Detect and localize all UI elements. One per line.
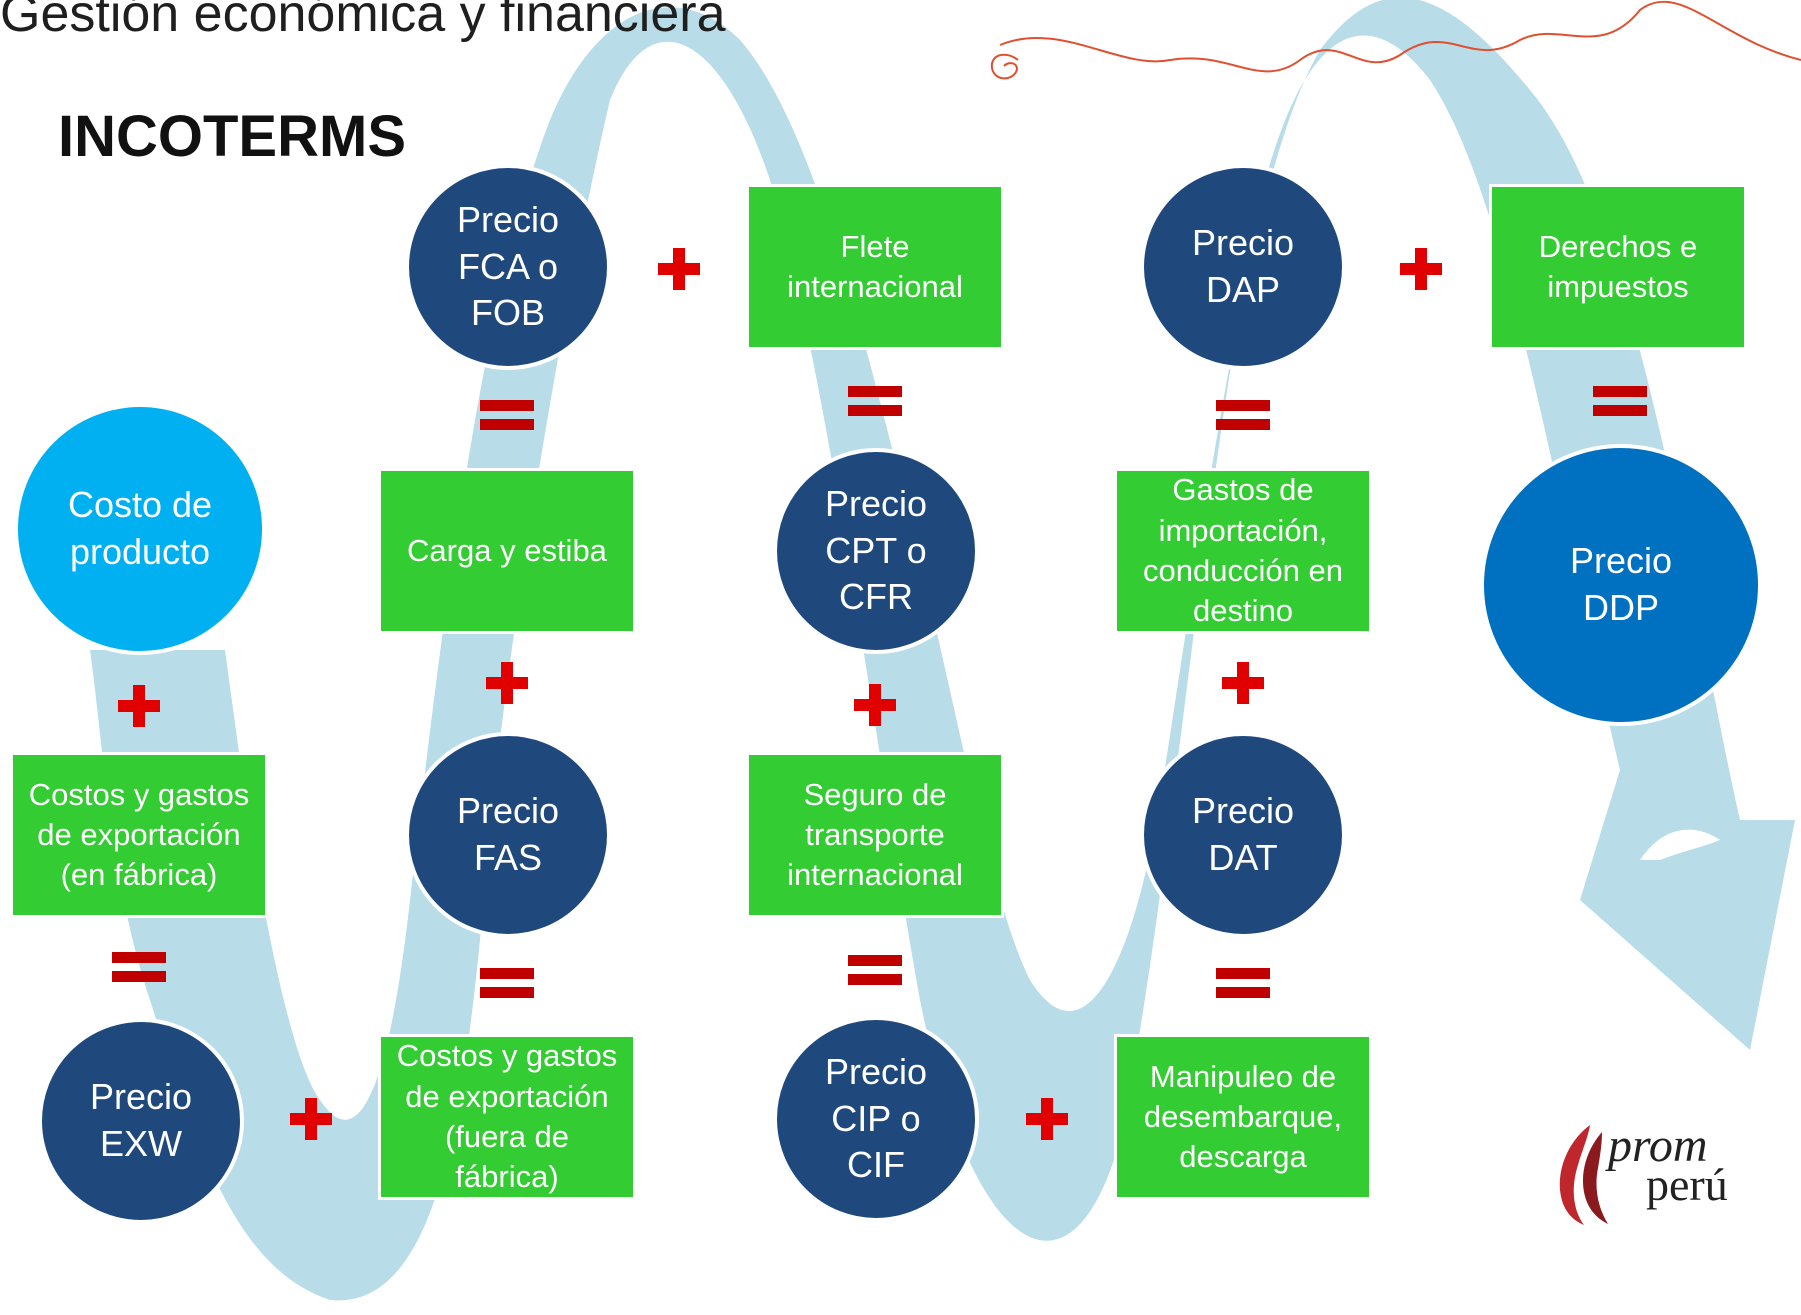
equals-operator [480,968,534,998]
precio-exw-circle: Precio EXW [38,1018,244,1224]
plus-operator [854,684,896,726]
precio-fca-fob-label: Precio FCA o FOB [456,198,560,334]
logo-text-peru: perú [1646,1159,1728,1210]
equals-operator [480,400,534,430]
precio-dat-label: Precio DAT [1191,790,1295,878]
page-title: Gestión económica y financiera [0,0,726,43]
logo-text-prom: prom [1608,1119,1708,1172]
flete-box: Flete internacional [746,184,1004,350]
precio-ddp-circle: Precio DDP [1480,444,1762,726]
plus-operator [486,662,528,704]
costo-producto-label: Costo de producto [67,484,213,572]
carga-estiba-box: Carga y estiba [378,468,636,634]
precio-fas-label: Precio FAS [456,790,560,878]
precio-cip-cif-circle: Precio CIP o CIF [773,1016,979,1222]
precio-exw-label: Precio EXW [89,1076,193,1164]
precio-dap-label: Precio DAP [1191,222,1295,310]
precio-cpt-cfr-label: Precio CPT o CFR [824,482,928,618]
equals-operator [1593,386,1647,416]
carga-estiba-label: Carga y estiba [407,532,607,568]
plus-operator [1222,662,1264,704]
plus-operator [658,248,700,290]
equals-operator [848,386,902,416]
precio-cip-cif-label: Precio CIP o CIF [824,1050,928,1186]
derechos-box: Derechos e impuestos [1489,184,1747,350]
costo-producto-circle: Costo de producto [14,403,266,655]
promperu-emblem-icon [1559,1125,1608,1225]
equals-operator [1216,968,1270,998]
costos-fabrica-label: Costos y gastos de exportación (en fábri… [28,776,250,893]
costos-fuera-label: Costos y gastos de exportación (fuera de… [396,1038,618,1195]
equals-operator [1216,400,1270,430]
manipuleo-box: Manipuleo de desembarque, descarga [1114,1034,1372,1200]
precio-cpt-cfr-circle: Precio CPT o CFR [773,448,979,654]
flete-label: Flete internacional [787,228,963,304]
equals-operator [112,952,166,982]
costos-fabrica-box: Costos y gastos de exportación (en fábri… [10,752,268,918]
precio-ddp-label: Precio DDP [1569,540,1673,628]
incoterms-heading: INCOTERMS [58,104,406,169]
equals-operator [848,955,902,985]
seguro-label: Seguro de transporte internacional [787,776,963,893]
gastos-importacion-label: Gastos de importación, conducción en des… [1143,472,1343,629]
derechos-label: Derechos e impuestos [1538,228,1698,304]
plus-operator [1026,1098,1068,1140]
precio-dap-circle: Precio DAP [1140,164,1346,370]
seguro-box: Seguro de transporte internacional [746,752,1004,918]
precio-fca-fob-circle: Precio FCA o FOB [405,164,611,370]
plus-operator [1400,248,1442,290]
precio-fas-circle: Precio FAS [405,732,611,938]
plus-operator [290,1098,332,1140]
costos-fuera-box: Costos y gastos de exportación (fuera de… [378,1034,636,1200]
gastos-importacion-box: Gastos de importación, conducción en des… [1114,468,1372,634]
promperu-logo: prom perú [1550,1120,1770,1230]
manipuleo-label: Manipuleo de desembarque, descarga [1143,1058,1343,1175]
plus-operator [118,685,160,727]
precio-dat-circle: Precio DAT [1140,732,1346,938]
